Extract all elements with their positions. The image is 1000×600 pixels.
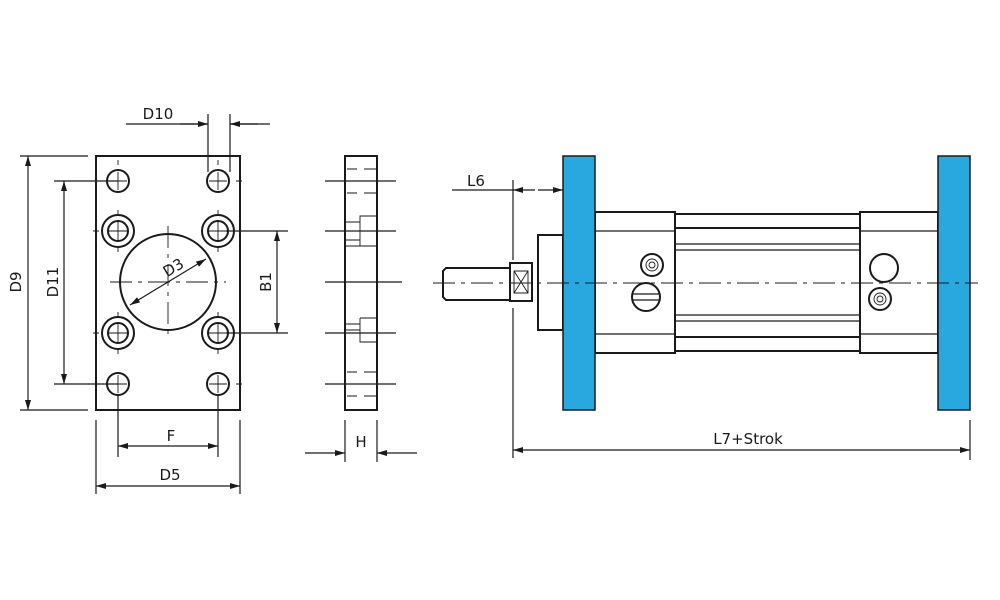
- dim-l6: L6: [467, 172, 485, 190]
- port-icon: [869, 253, 899, 283]
- dim-d11: D11: [44, 267, 62, 298]
- dim-d3: D3: [160, 255, 187, 281]
- plug-icon: [631, 282, 661, 312]
- screw-icon: [640, 253, 664, 277]
- screw-icon: [868, 287, 892, 311]
- dim-d5: D5: [159, 466, 180, 484]
- dim-f: F: [167, 427, 176, 445]
- dim-d9: D9: [7, 271, 25, 292]
- flange-front-view: D3: [93, 155, 242, 411]
- cylinder-side-view: [433, 155, 978, 411]
- dim-b1: B1: [257, 272, 275, 292]
- dim-l7-stroke: L7+Strok: [713, 430, 783, 448]
- rod-bushing: [537, 234, 564, 331]
- flange-side-view: [325, 155, 402, 411]
- rod-nut: [509, 262, 533, 302]
- dim-h: H: [355, 433, 366, 451]
- piston-rod-thread: [442, 267, 511, 301]
- dim-d10: D10: [143, 105, 174, 123]
